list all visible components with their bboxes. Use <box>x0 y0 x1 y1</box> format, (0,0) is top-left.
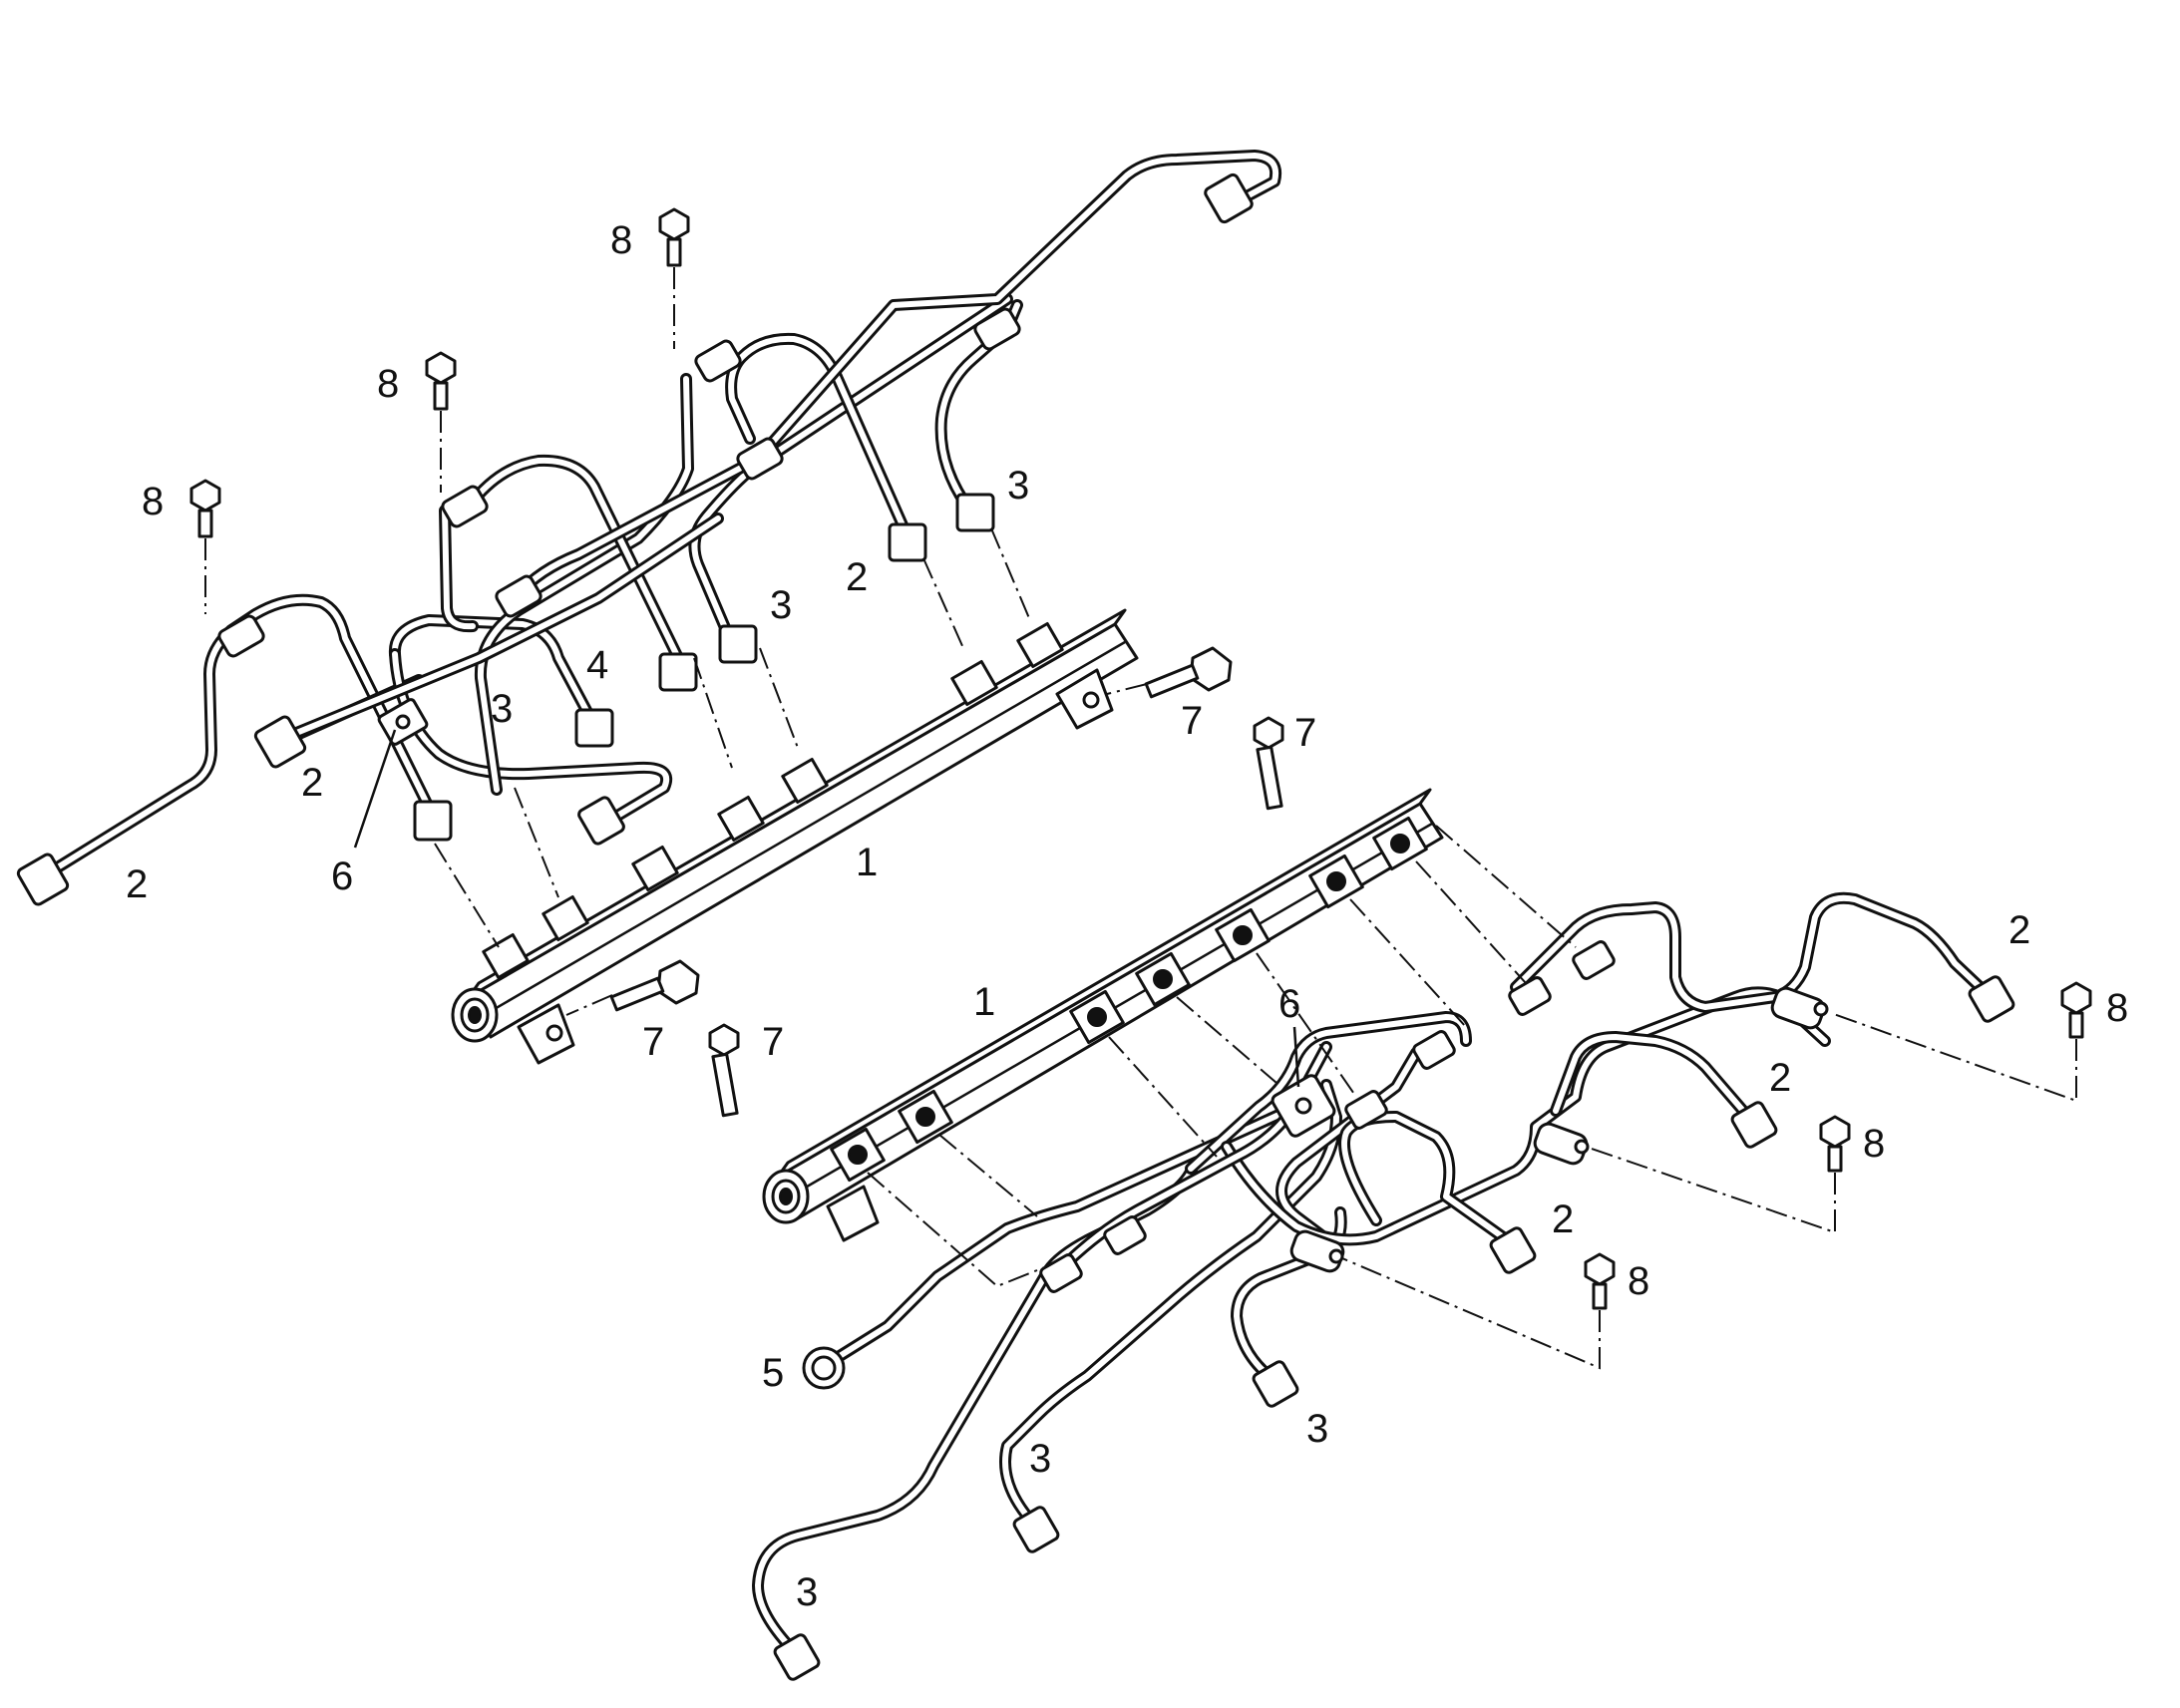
clamps-right <box>1039 940 1829 1293</box>
bolt-7-b <box>609 959 700 1012</box>
callout-8-b: 8 <box>377 362 399 406</box>
callout-labels: 1 1 2 2 2 2 2 2 3 3 3 3 3 3 4 5 6 6 7 7 … <box>126 218 2128 1614</box>
callout-3-top-right: 3 <box>1007 464 1029 508</box>
callout-2-mid-right: 2 <box>1769 1056 1791 1100</box>
callout-8-e: 8 <box>1863 1122 1885 1166</box>
fuel-rail-right <box>762 788 1444 1242</box>
callout-7-left-rail-right: 7 <box>1181 699 1203 743</box>
callout-2-upper-right: 2 <box>2008 908 2030 952</box>
callout-2-lower-right: 2 <box>1552 1197 1574 1241</box>
bolt-8-b <box>425 351 457 411</box>
callout-6-left: 6 <box>331 854 353 898</box>
bolt-8-a <box>189 479 221 538</box>
bolt-8-c <box>658 207 690 267</box>
bolt-8-f <box>1584 1252 1616 1310</box>
bolt-7-a <box>1144 646 1233 699</box>
callout-1-right-rail: 1 <box>973 980 995 1024</box>
line-nuts-left <box>16 172 1254 906</box>
callout-7-left-rail-left: 7 <box>642 1020 664 1064</box>
leaders-right-bank <box>867 825 1577 1288</box>
callout-2-top: 2 <box>846 555 868 599</box>
rail-right-ports <box>830 816 1428 1183</box>
bolts-7-right-rail <box>708 716 1284 1118</box>
callout-3-left-mid: 3 <box>491 687 513 731</box>
fuel-rail-left <box>451 608 1139 1065</box>
callout-6-right: 6 <box>1278 982 1300 1026</box>
callout-3-bottom-mid: 3 <box>1029 1437 1051 1481</box>
bolt-8-d <box>2060 981 2092 1039</box>
callout-4: 4 <box>586 643 608 687</box>
bolts-8-right <box>1341 981 2092 1370</box>
bolts-8-left <box>189 207 690 614</box>
fuel-lines-left-bank <box>42 150 1281 879</box>
leaders-left-bank <box>434 527 1148 1016</box>
bolt-7-d <box>708 1023 740 1118</box>
callout-8-a: 8 <box>142 480 164 523</box>
callout-3-bottom-left: 3 <box>796 1570 818 1614</box>
callout-7-right-rail-top: 7 <box>1294 711 1316 755</box>
clamps-left <box>217 307 1021 746</box>
callout-2-far-left: 2 <box>126 862 148 906</box>
bolt-8-e <box>1819 1115 1851 1173</box>
callout-7-right-rail-left: 7 <box>762 1020 784 1064</box>
rail-left-ports <box>482 622 1064 979</box>
callout-8-c: 8 <box>610 218 632 262</box>
callout-2-left: 2 <box>301 761 323 805</box>
bolts-7-left-rail <box>609 646 1233 1012</box>
fuel-lines-right-bank <box>752 891 1998 1661</box>
callout-3-center: 3 <box>770 583 792 627</box>
line-nuts-right <box>773 975 2015 1681</box>
callout-8-f: 8 <box>1628 1259 1649 1303</box>
callout-1-left-rail: 1 <box>856 841 878 884</box>
bolt-7-c <box>1253 716 1284 811</box>
callout-8-d: 8 <box>2106 986 2128 1030</box>
callout-3-bottom-right: 3 <box>1306 1407 1328 1451</box>
callout-5: 5 <box>762 1351 784 1395</box>
